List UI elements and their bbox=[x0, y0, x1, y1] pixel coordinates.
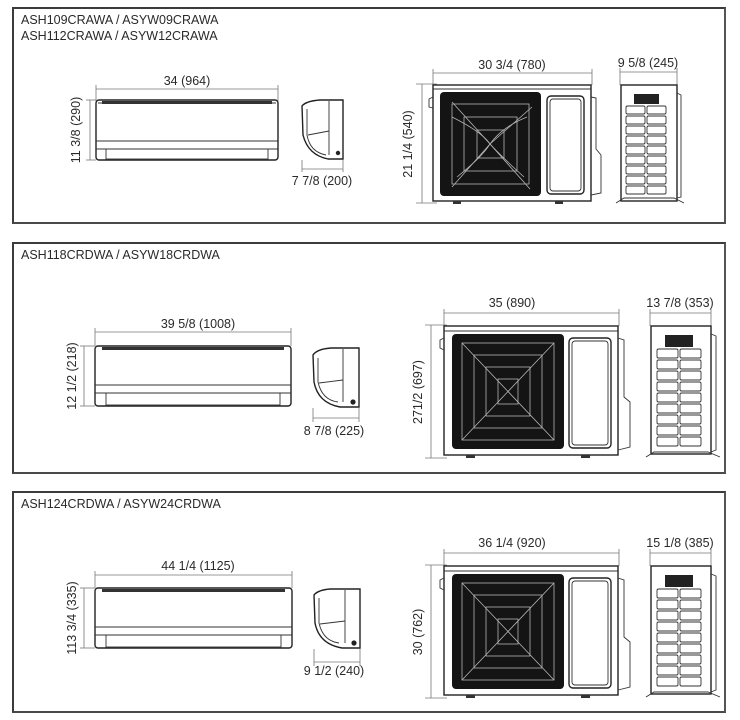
outdoor-unit-front-view: 30 3/4 (780) 21 1/4 (540) bbox=[401, 58, 602, 204]
indoor-height-label: 113 3/4 (335) bbox=[65, 581, 79, 654]
outdoor-width-label: 36 1/4 (920) bbox=[478, 536, 545, 550]
indoor-depth-label: 9 1/2 (240) bbox=[304, 664, 364, 678]
dimension-panel-1: ASH109CRAWA / ASYW09CRAWA ASH112CRAWA / … bbox=[12, 7, 726, 224]
indoor-width-label: 34 (964) bbox=[164, 74, 211, 88]
side-louver-grid bbox=[656, 348, 702, 447]
indoor-unit-front-view: 39 5/8 (1008) 12 1/2 (218) bbox=[65, 317, 292, 410]
side-louver-grid bbox=[656, 588, 702, 687]
indoor-width-label: 39 5/8 (1008) bbox=[161, 317, 235, 331]
outdoor-unit-front-view: 36 1/4 (920) 30 (762) bbox=[411, 536, 631, 699]
panel-drawing: 34 (964) 11 3/8 (290) 7 7/8 (200) bbox=[69, 56, 685, 204]
indoor-unit-front-view: 44 1/4 (1125) 113 3/4 (335) bbox=[65, 559, 293, 655]
outdoor-depth-label: 9 5/8 (245) bbox=[618, 56, 678, 70]
dimension-panel-2: ASH118CRDWA / ASYW18CRDWA 39 5/8 (1008) … bbox=[12, 242, 726, 474]
outdoor-unit-side-view: 9 5/8 (245) bbox=[615, 56, 685, 204]
indoor-unit-front-view: 34 (964) 11 3/8 (290) bbox=[69, 74, 279, 163]
outdoor-width-label: 30 3/4 (780) bbox=[478, 58, 545, 72]
indoor-depth-label: 8 7/8 (225) bbox=[304, 424, 364, 438]
outdoor-width-label: 35 (890) bbox=[489, 296, 536, 310]
indoor-unit-side-view: 8 7/8 (225) bbox=[304, 347, 364, 438]
panel-title-models: ASH118CRDWA / ASYW18CRDWA bbox=[21, 248, 220, 262]
side-louver-grid bbox=[625, 105, 667, 195]
indoor-height-label: 11 3/8 (290) bbox=[69, 97, 83, 163]
indoor-width-label: 44 1/4 (1125) bbox=[161, 559, 234, 573]
dimension-panel-3: ASH124CRDWA / ASYW24CRDWA 44 1/4 (1125) … bbox=[12, 491, 726, 713]
indoor-depth-label: 7 7/8 (200) bbox=[292, 174, 352, 188]
outdoor-depth-label: 15 1/8 (385) bbox=[646, 536, 713, 550]
outdoor-unit-side-view: 15 1/8 (385) bbox=[645, 536, 721, 698]
outdoor-unit-front-view: 35 (890) 271/2 (697) bbox=[411, 296, 631, 459]
outdoor-height-label: 271/2 (697) bbox=[411, 360, 425, 424]
indoor-height-label: 12 1/2 (218) bbox=[65, 342, 79, 409]
panel-title-models: ASH109CRAWA / ASYW09CRAWA ASH112CRAWA / … bbox=[21, 13, 219, 43]
panel-drawing: 44 1/4 (1125) 113 3/4 (335) 9 1/2 (240) bbox=[65, 536, 721, 699]
outdoor-height-label: 30 (762) bbox=[411, 609, 425, 656]
indoor-unit-side-view: 7 7/8 (200) bbox=[292, 99, 352, 188]
panel-title-models: ASH124CRDWA / ASYW24CRDWA bbox=[21, 497, 221, 511]
outdoor-unit-side-view: 13 7/8 (353) bbox=[645, 296, 721, 458]
outdoor-height-label: 21 1/4 (540) bbox=[401, 110, 415, 177]
outdoor-depth-label: 13 7/8 (353) bbox=[646, 296, 713, 310]
panel-drawing: 39 5/8 (1008) 12 1/2 (218) 8 7/8 (225) bbox=[65, 296, 721, 459]
indoor-unit-side-view: 9 1/2 (240) bbox=[304, 588, 364, 678]
